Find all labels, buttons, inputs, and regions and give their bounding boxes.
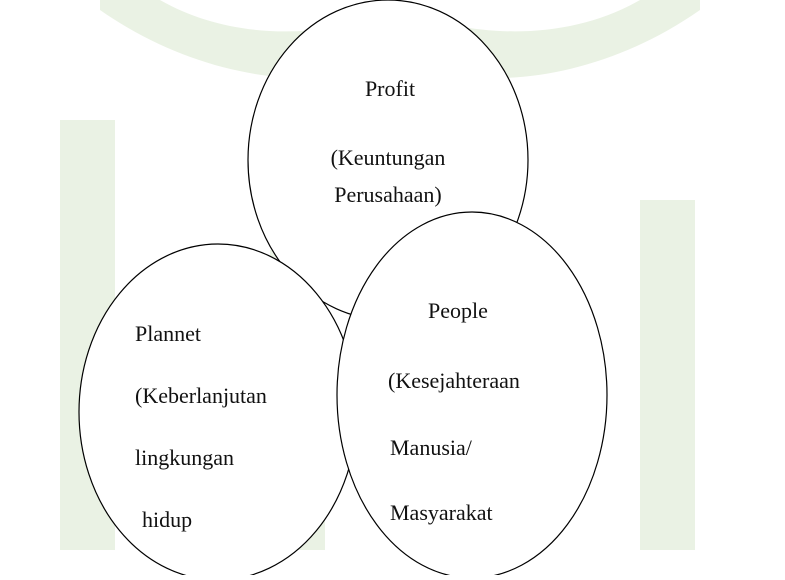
planet-node: Plannet (Keberlanjutan lingkungan hidup bbox=[78, 243, 358, 580]
people-line1: (Kesejahteraan bbox=[388, 368, 520, 393]
people-line3: Masyarakat bbox=[390, 500, 493, 525]
profit-title: Profit bbox=[365, 76, 415, 101]
profit-line1: (Keuntungan bbox=[331, 145, 446, 170]
people-line2: Manusia/ bbox=[390, 435, 473, 460]
profit-line2: Perusahaan) bbox=[334, 182, 442, 207]
planet-ellipse bbox=[78, 243, 358, 580]
planet-line3: hidup bbox=[142, 507, 192, 532]
planet-line1: (Keberlanjutan bbox=[135, 383, 267, 408]
watermark-bar-right bbox=[640, 200, 695, 550]
planet-line2: lingkungan bbox=[135, 445, 234, 470]
people-node: People (Kesejahteraan Manusia/ Masyaraka… bbox=[336, 211, 608, 579]
planet-title: Plannet bbox=[135, 321, 201, 346]
people-title: People bbox=[428, 298, 488, 323]
